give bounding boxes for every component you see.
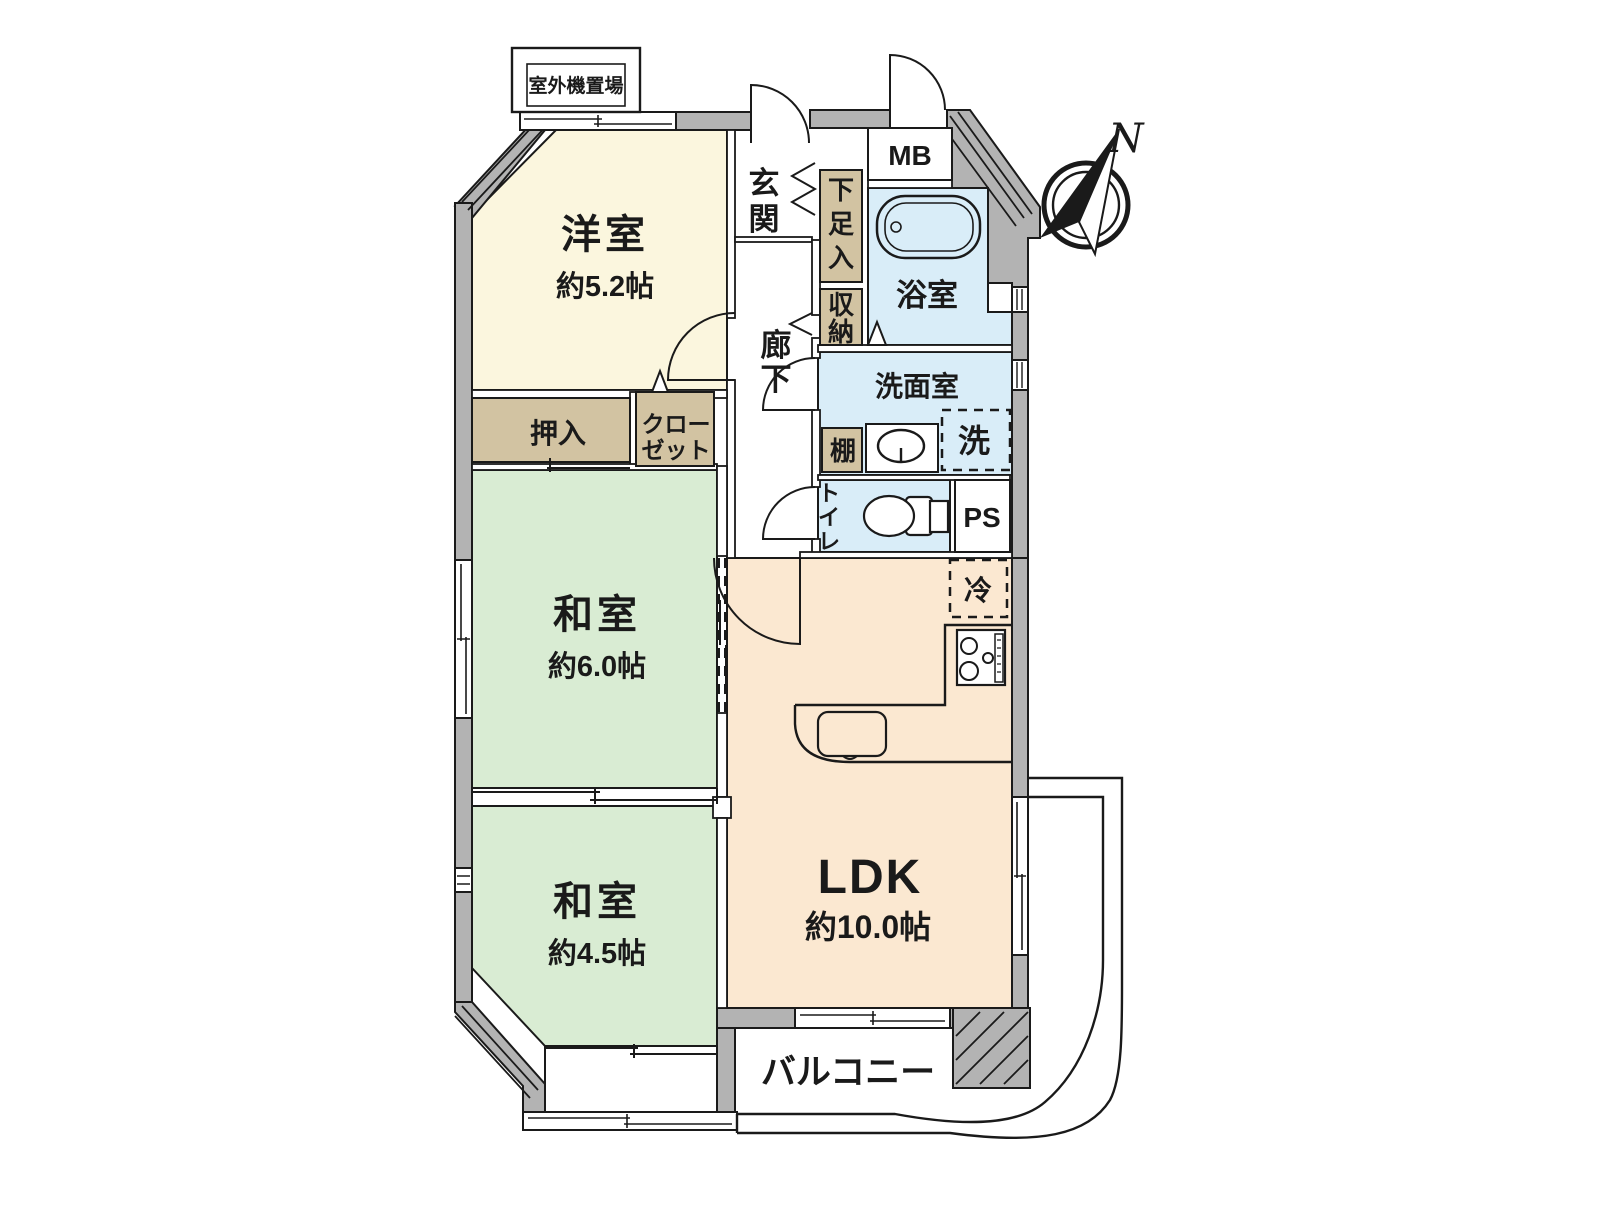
bathroom-label: 浴室 [896, 278, 958, 313]
interior-walls [471, 129, 1013, 1009]
genkan-step-zigzag [787, 162, 818, 336]
outdoor-unit-box [510, 46, 642, 114]
closet-folding-door [650, 368, 670, 393]
refrigerator-label: 冷 [964, 575, 992, 606]
wall-top-2 [809, 109, 891, 129]
shoe-cabinet-char-3: 入 [828, 243, 854, 273]
bathtub-icon [875, 194, 982, 260]
hall-storage-char-1: 収 [828, 290, 855, 320]
balcony-railing [735, 776, 1124, 1140]
stove-icon [955, 628, 1007, 687]
closet-label-2: ゼット [642, 437, 711, 463]
hallway-char-2: 下 [761, 362, 792, 397]
wall-top-1 [675, 111, 752, 131]
wall-right-2 [1011, 389, 1029, 559]
shelf-box [821, 427, 863, 473]
shelf-label: 棚 [830, 436, 856, 466]
entrance-char-2: 関 [749, 202, 780, 237]
western-room-size: 約5.2帖 [556, 269, 654, 303]
entrance-door [750, 83, 810, 144]
hallway-char-1: 廊 [761, 328, 792, 363]
washroom-door [761, 357, 816, 411]
western-room-name: 洋室 [561, 213, 649, 257]
room-fills [471, 129, 1013, 1113]
toilet-char-3: レ [818, 529, 840, 554]
wall-right-3 [1011, 557, 1029, 798]
bath-folding-door [866, 319, 888, 346]
entrance-char-1: 玄 [749, 166, 780, 201]
toilet-icon [862, 494, 950, 538]
washroom-label: 洗面室 [875, 370, 959, 402]
shoe-cabinet-char-2: 足 [828, 209, 854, 239]
closet-box [635, 391, 715, 467]
hinged-doors [666, 53, 946, 646]
pipe-space-label: PS [963, 502, 1000, 533]
toilet-char-2: イ [818, 505, 840, 530]
shoe-cabinet-char-1: 下 [828, 175, 854, 205]
meter-box [867, 127, 953, 181]
oshiire-box [471, 397, 631, 463]
room-labels: 洋室 約5.2帖 和室 約6.0帖 和室 約4.5帖 LDK 約10.0帖 浴室… [530, 140, 1001, 1092]
pipe-space-box [954, 479, 1011, 553]
western-room-door [666, 312, 736, 381]
sliding-doors [471, 458, 727, 1058]
toilet-char-1: ト [818, 481, 840, 506]
kitchen-counter [793, 623, 1012, 764]
balcony-label: バルコニー [761, 1053, 935, 1092]
north-label: N [1108, 116, 1146, 162]
japanese-room-45-size: 約4.5帖 [548, 936, 646, 970]
washer-label: 洗 [958, 423, 990, 459]
compass-icon: N [1040, 116, 1146, 258]
dashed-appliances [940, 408, 1012, 619]
japanese-room-6-floor [471, 469, 718, 789]
toilet-door [761, 486, 816, 540]
meter-box-door [889, 53, 946, 111]
washing-machine-box [940, 408, 1012, 472]
ldk-name: LDK [818, 851, 923, 904]
hall-storage-char-2: 納 [828, 317, 854, 347]
below-45-strip [544, 1045, 718, 1113]
kitchen-sink-icon [816, 710, 888, 758]
ldk-size: 約10.0帖 [805, 909, 931, 945]
outdoor-unit-label: 室外機置場 [528, 74, 623, 97]
japanese-room-6-name: 和室 [553, 593, 641, 637]
japanese-room-45-name: 和室 [553, 880, 641, 924]
wash-basin-icon [876, 428, 926, 464]
meter-box-label: MB [888, 140, 932, 171]
closet-label-1: クロー [642, 411, 711, 437]
wall-left-mid [454, 717, 473, 869]
chamfer-hatching [454, 111, 1033, 1099]
wall-balcony-left [716, 1027, 736, 1116]
japanese-room-6-size: 約6.0帖 [548, 649, 646, 683]
folding-doors [650, 319, 888, 393]
refrigerator-box [948, 558, 1009, 619]
wall-left-upper [454, 202, 473, 561]
wall-right-1 [1011, 311, 1029, 361]
japanese-room-45-floor [471, 805, 718, 1047]
bath-window-bay [987, 282, 1013, 313]
closets [471, 169, 863, 473]
ldk-door [713, 557, 801, 646]
shoe-cabinet-box [819, 169, 863, 283]
wall-right-4 [1011, 954, 1029, 1009]
wall-left-lower [454, 891, 473, 1003]
hall-storage-box [819, 288, 863, 346]
oshiire-label: 押入 [530, 417, 586, 449]
